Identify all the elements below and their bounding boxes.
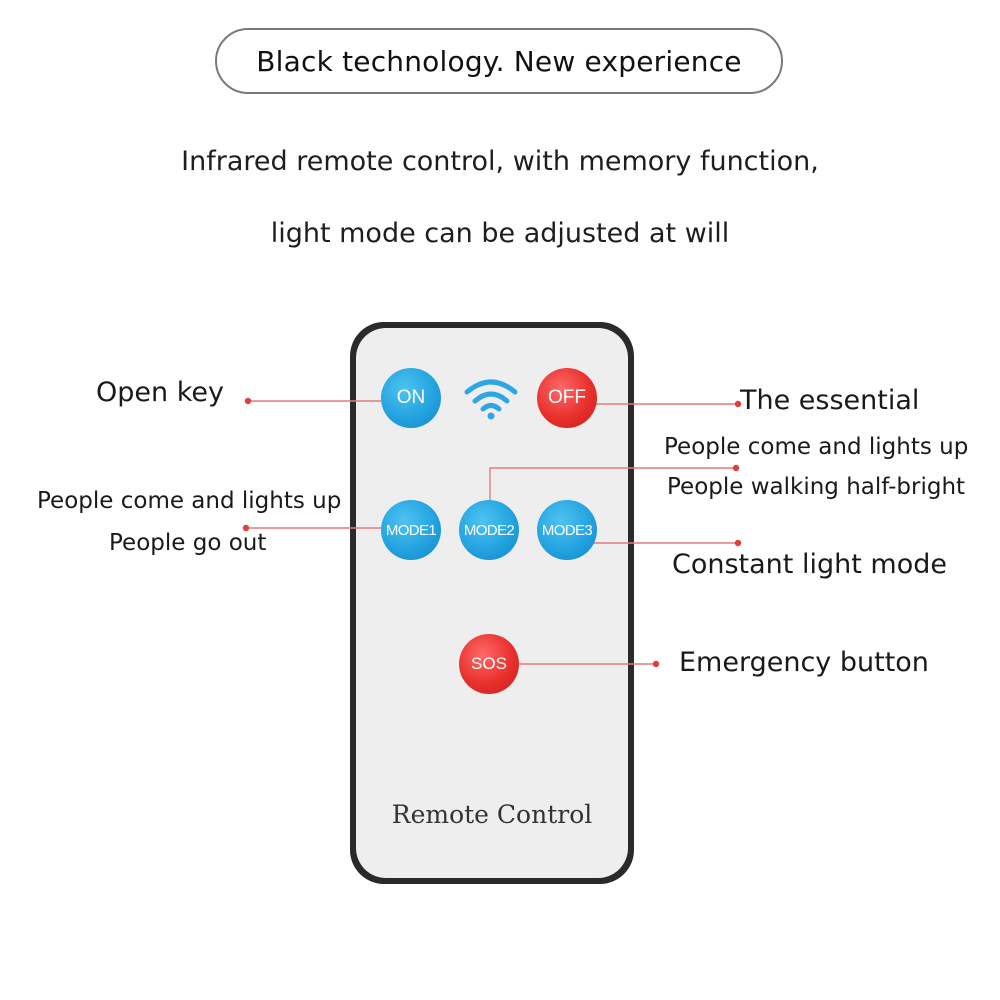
callout-line-mode2: [489, 467, 736, 505]
callout-dot-mode3: [734, 539, 742, 547]
on-button[interactable]: ON: [381, 368, 441, 428]
mode3-button-label: MODE3: [541, 521, 593, 539]
remote-control-label: Remote Control: [391, 800, 593, 829]
mode3-button[interactable]: MODE3: [537, 500, 597, 560]
mode1-button[interactable]: MODE1: [381, 500, 441, 560]
callout-mode2-line2: People walking half-bright: [667, 474, 966, 500]
callout-essential: The essential: [740, 385, 920, 416]
sos-button-label: SOS: [471, 654, 507, 673]
headline-text: Black technology. New experience: [256, 44, 742, 78]
callout-dot-on: [244, 397, 252, 405]
mode2-button-label: MODE2: [463, 521, 515, 539]
sos-button[interactable]: SOS: [459, 634, 519, 694]
callout-mode1-line1: People come and lights up: [37, 488, 342, 514]
callout-constant-light-mode: Constant light mode: [672, 549, 947, 580]
callout-dot-mode2: [732, 464, 740, 472]
headline-pill: Black technology. New experience: [215, 28, 783, 94]
callout-dot-mode1: [242, 524, 250, 532]
subtitle-line-2: light mode can be adjusted at will: [270, 218, 730, 249]
callout-open-key: Open key: [96, 377, 224, 408]
callout-dot-off: [734, 400, 742, 408]
off-button[interactable]: OFF: [537, 368, 597, 428]
callout-dot-sos: [652, 660, 660, 668]
mode2-button[interactable]: MODE2: [459, 500, 519, 560]
wifi-icon: [464, 379, 518, 420]
off-button-label: OFF: [548, 387, 586, 408]
on-button-label: ON: [396, 387, 426, 408]
mode1-button-label: MODE1: [385, 521, 437, 539]
callout-emergency-button: Emergency button: [679, 647, 929, 678]
subtitle-line-1: Infrared remote control, with memory fun…: [181, 146, 819, 177]
callout-mode2-line1: People come and lights up: [664, 434, 969, 460]
callout-mode1-line2: People go out: [109, 530, 267, 556]
